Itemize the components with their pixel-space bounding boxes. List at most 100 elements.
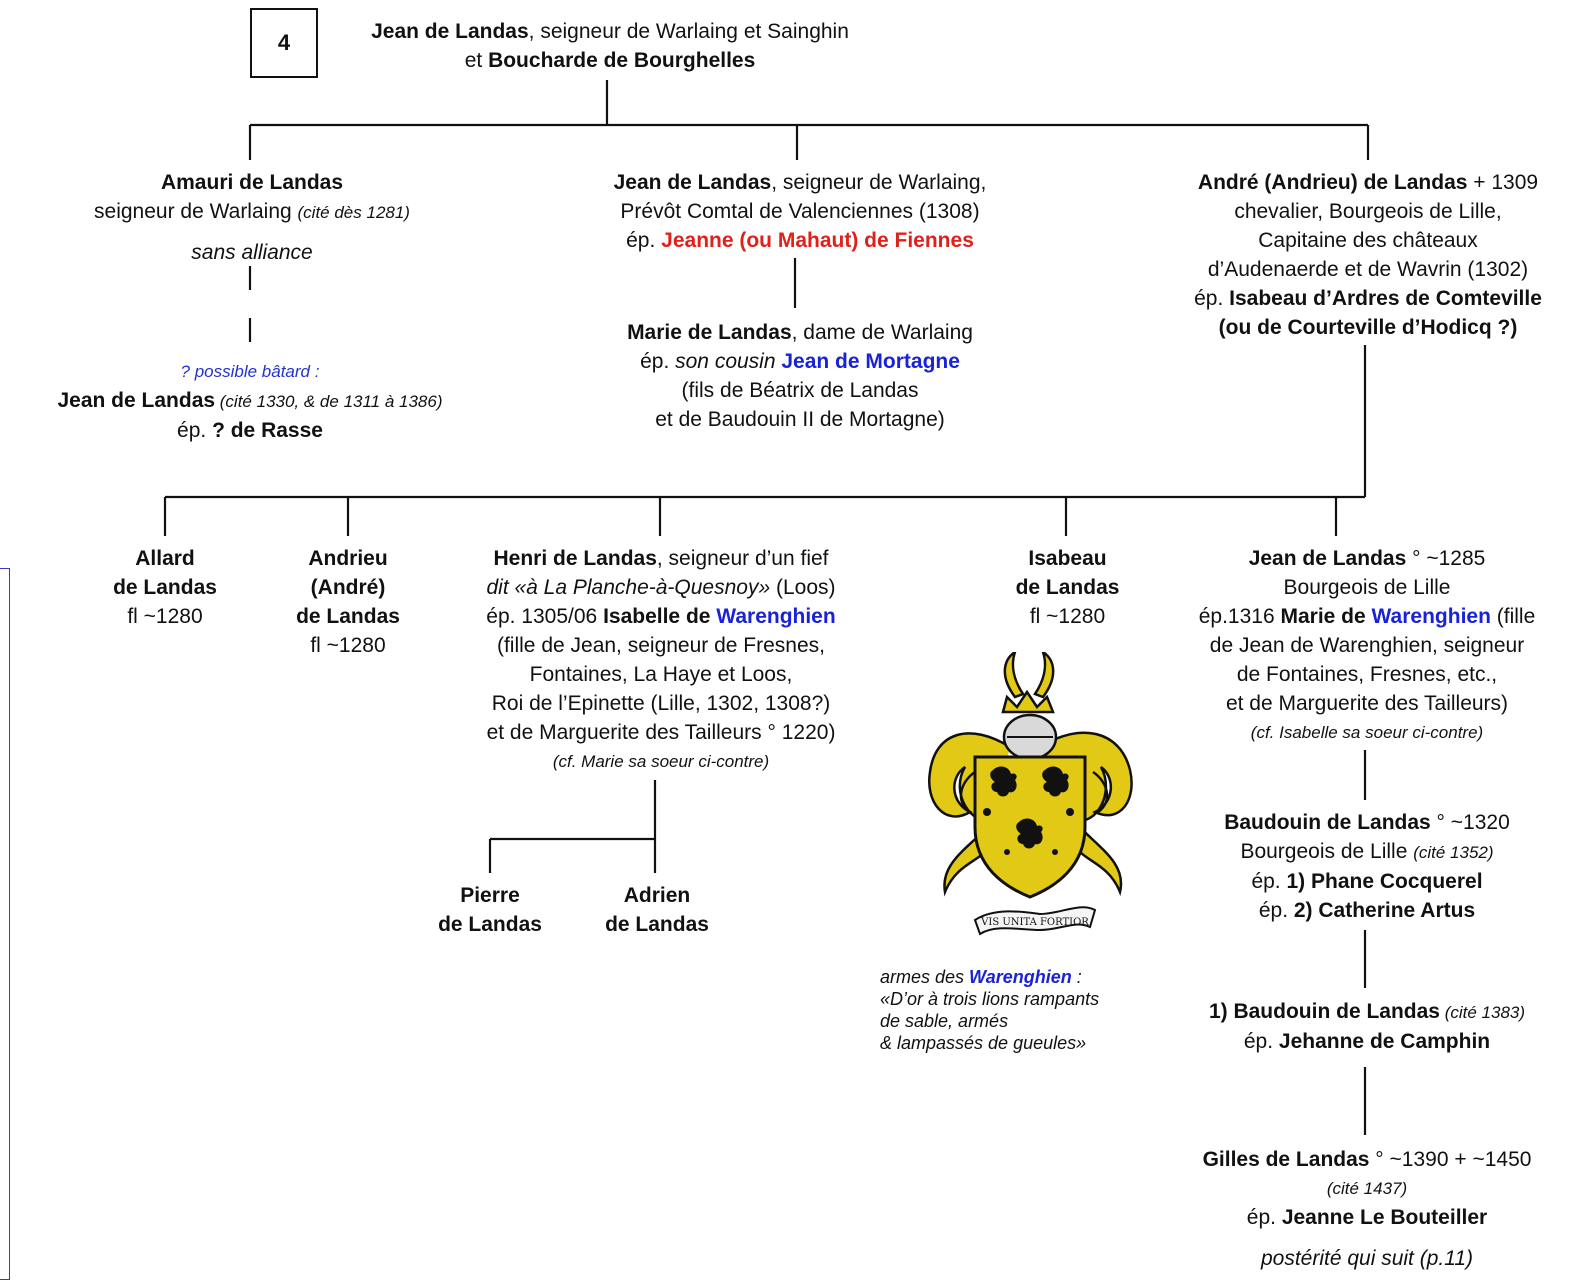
jean2-ep: ép. xyxy=(626,229,662,252)
warenghien-coat-of-arms: VIS UNITA FORTIOR xyxy=(927,652,1133,936)
bastard-node: ? possible bâtard : Jean de Landas (cité… xyxy=(0,357,500,445)
gilles-ep: ép. xyxy=(1246,1206,1282,1229)
andre-line4: d’Audenaerde et de Wavrin (1302) xyxy=(1207,258,1529,281)
henri-line1: , seigneur d’un fief xyxy=(656,547,829,570)
top-et: et xyxy=(464,49,489,72)
henri-line7: et de Marguerite des Tailleurs ° 1220) xyxy=(486,721,836,744)
jean2-line1: , seigneur de Warlaing, xyxy=(771,171,987,194)
allard-node: Allard de Landas fl ~1280 xyxy=(90,544,240,631)
andre-spouse1: Isabeau d’Ardres de Comteville xyxy=(1229,287,1542,310)
gilles-posterity: postérité qui suit (p.11) xyxy=(1260,1247,1474,1270)
isabeau-node: Isabeau de Landas fl ~1280 xyxy=(995,544,1140,631)
baudouin2-node: 1) Baudouin de Landas (cité 1383) ép. Je… xyxy=(1160,997,1574,1056)
andre-node: André (Andrieu) de Landas + 1309 chevali… xyxy=(1162,168,1574,342)
bastard-note: ? possible bâtard : xyxy=(180,362,320,381)
adrien-l1: Adrien xyxy=(623,884,691,907)
marie-cousin: son cousin xyxy=(675,350,782,373)
jean3-birth: ° ~1285 xyxy=(1406,547,1486,570)
arms-l1c: : xyxy=(1071,967,1082,987)
andre-name: André (Andrieu) de Landas xyxy=(1197,171,1468,194)
jean3-name: Jean de Landas xyxy=(1248,547,1407,570)
andre-line2: chevalier, Bourgeois de Lille, xyxy=(1234,200,1502,223)
pierre-l2: de Landas xyxy=(438,913,542,936)
arms-l1a: armes des xyxy=(880,967,970,987)
andre-spouse2: (ou de Courteville d’Hodicq ?) xyxy=(1218,316,1518,339)
marie-line4: et de Baudouin II de Mortagne) xyxy=(655,408,945,431)
pierre-l1: Pierre xyxy=(460,884,520,907)
baudouin1-birth: ° ~1320 xyxy=(1430,811,1510,834)
baudouin1-cite: (cité 1352) xyxy=(1413,843,1494,862)
pierre-node: Pierre de Landas xyxy=(420,881,560,939)
adrien-l2: de Landas xyxy=(605,913,709,936)
gilles-name: Gilles de Landas xyxy=(1202,1148,1370,1171)
jean3-line6: et de Marguerite des Tailleurs) xyxy=(1225,692,1509,715)
jean3-line2: Bourgeois de Lille xyxy=(1283,576,1451,599)
baudouin1-ep1: ép. xyxy=(1251,870,1287,893)
henri-line6: Roi de l’Epinette (Lille, 1302, 1308?) xyxy=(491,692,831,715)
henri-node: Henri de Landas, seigneur d’un fief dit … xyxy=(430,544,892,776)
henri-ep: ép. 1305/06 xyxy=(486,605,604,628)
top-name: Jean de Landas xyxy=(371,20,529,43)
marie-spouse: Jean de Mortagne xyxy=(781,350,960,373)
marie-name: Marie de Landas xyxy=(627,321,792,344)
andre-line3: Capitaine des châteaux xyxy=(1258,229,1478,252)
isabeau-l3: fl ~1280 xyxy=(1029,605,1106,628)
page-number-box: 4 xyxy=(250,8,318,78)
henri-line5: Fontaines, La Haye et Loos, xyxy=(529,663,793,686)
amauri-line2: seigneur de Warlaing xyxy=(94,200,298,223)
top-title: , seigneur de Warlaing et Sainghin xyxy=(528,20,849,43)
andrieu-node: Andrieu (André) de Landas fl ~1280 xyxy=(273,544,423,660)
baudouin2-cite: (cité 1383) xyxy=(1439,1003,1526,1022)
isabeau-l1: Isabeau xyxy=(1028,547,1107,570)
jean3-line5: de Fontaines, Fresnes, etc., xyxy=(1236,663,1498,686)
bastard-ep: ép. xyxy=(177,419,213,442)
baudouin1-spouse2: 2) Catherine Artus xyxy=(1293,899,1476,922)
henri-loos: (Loos) xyxy=(770,576,836,599)
andre-ep: ép. xyxy=(1194,287,1230,310)
isabeau-l2: de Landas xyxy=(1015,576,1120,599)
motto-text: VIS UNITA FORTIOR xyxy=(980,917,1089,928)
allard-l3: fl ~1280 xyxy=(127,605,203,628)
jean2-name: Jean de Landas xyxy=(613,171,772,194)
henri-name: Henri de Landas xyxy=(493,547,657,570)
adrien-node: Adrien de Landas xyxy=(587,881,727,939)
bastard-spouse: ? de Rasse xyxy=(212,419,323,442)
marie-ep: ép. xyxy=(640,350,676,373)
allard-l1: Allard xyxy=(135,547,195,570)
allard-l2: de Landas xyxy=(113,576,217,599)
amauri-cite: (cité dès 1281) xyxy=(297,203,410,222)
amauri-alliance: sans alliance xyxy=(191,241,313,264)
baudouin1-line2: Bourgeois de Lille xyxy=(1240,840,1414,863)
marie-node: Marie de Landas, dame de Warlaing ép. so… xyxy=(555,318,1045,434)
marie-line1: , dame de Warlaing xyxy=(791,321,973,344)
jean3-line4: de Jean de Warenghien, seigneur xyxy=(1209,634,1525,657)
jean3-node: Jean de Landas ° ~1285 Bourgeois de Lill… xyxy=(1160,544,1574,747)
bastard-cite: (cité 1330, & de 1311 à 1386) xyxy=(215,392,443,411)
gilles-dates: ° ~1390 + ~1450 xyxy=(1369,1148,1532,1171)
top-spouse: Boucharde de Bourghelles xyxy=(488,49,756,72)
baudouin2-spouse: Jehanne de Camphin xyxy=(1278,1030,1491,1053)
henri-spouse-a: Isabelle de xyxy=(603,605,717,628)
henri-spouse-b: Warenghien xyxy=(716,605,836,628)
baudouin1-name: Baudouin de Landas xyxy=(1224,811,1431,834)
jean3-fille: (fille xyxy=(1490,605,1536,628)
amauri-node: Amauri de Landas seigneur de Warlaing (c… xyxy=(40,168,464,227)
top-couple: Jean de Landas, seigneur de Warlaing et … xyxy=(320,17,900,75)
andrieu-l4: fl ~1280 xyxy=(310,634,386,657)
baudouin2-name: 1) Baudouin de Landas xyxy=(1208,1000,1440,1023)
jean3-spouse-a: Marie de xyxy=(1280,605,1372,628)
side-frame xyxy=(0,568,10,1280)
andrieu-l2: (André) xyxy=(310,576,386,599)
henri-line8: (cf. Marie sa soeur ci-contre) xyxy=(552,752,770,771)
marie-line3: (fils de Béatrix de Landas xyxy=(681,379,919,402)
arms-l4: & lampassés de gueules» xyxy=(880,1033,1087,1053)
arms-caption: armes des Warenghien : «D’or à trois lio… xyxy=(880,966,1099,1054)
jean3-line7: (cf. Isabelle sa soeur ci-contre) xyxy=(1250,723,1484,742)
jean2-node: Jean de Landas, seigneur de Warlaing, Pr… xyxy=(555,168,1045,255)
bastard-name: Jean de Landas xyxy=(57,389,216,412)
jean3-spouse-b: Warenghien xyxy=(1371,605,1491,628)
jean2-line2: Prévôt Comtal de Valenciennes (1308) xyxy=(620,200,980,223)
arms-l2: «D’or à trois lions rampants xyxy=(880,989,1100,1009)
henri-line4: (fille de Jean, seigneur de Fresnes, xyxy=(496,634,825,657)
